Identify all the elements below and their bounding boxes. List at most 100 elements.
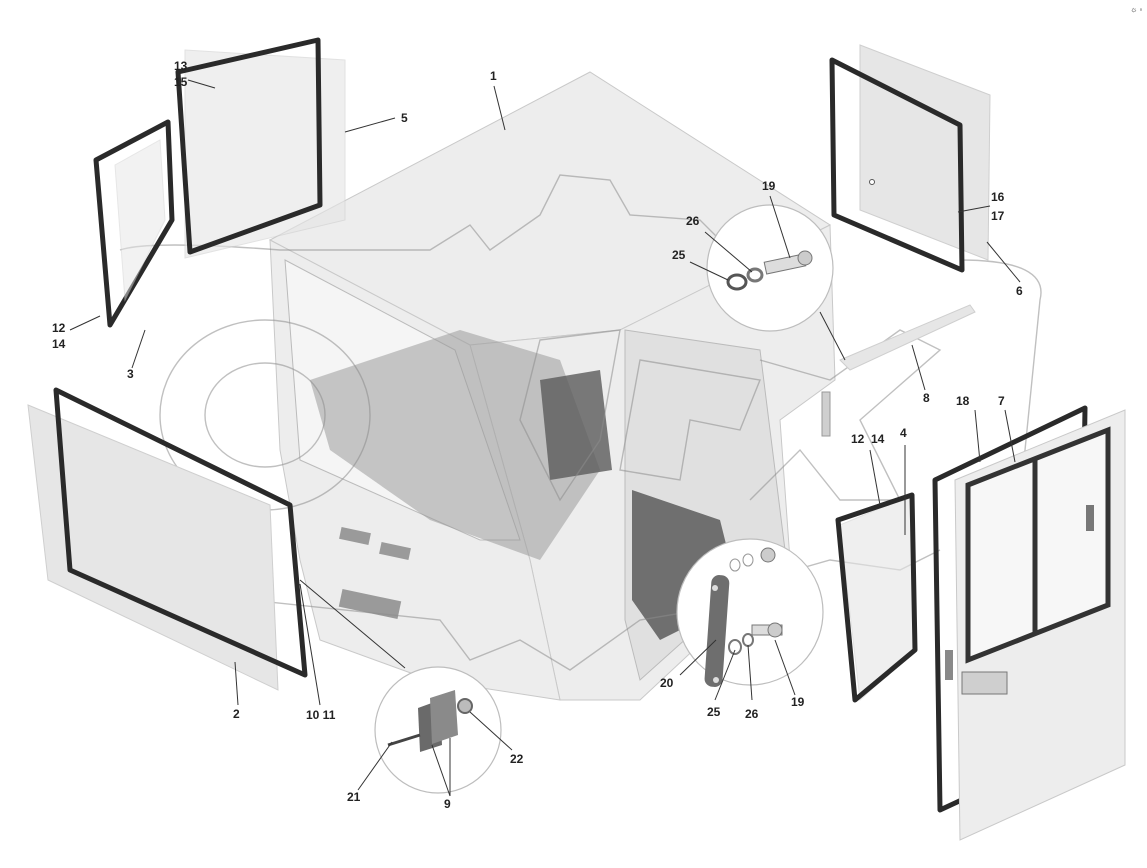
leader-9-a [431, 744, 451, 797]
cab-handle [821, 391, 831, 437]
door-latch [1086, 505, 1094, 531]
part-label: 25 [672, 248, 686, 262]
part-label: 10 11 [306, 708, 336, 722]
leader-25-mid [714, 649, 736, 701]
leader-26-top [704, 231, 753, 273]
leader-12-14-right [869, 449, 881, 506]
plate-20-hole-1 [712, 585, 718, 591]
plate-20-hole-2 [713, 677, 719, 683]
glass-6-hole [869, 179, 875, 185]
part-label: 18 [956, 394, 970, 408]
seal-16-17 [829, 57, 965, 273]
seal-13-15 [175, 37, 323, 255]
part-label: 13 [174, 59, 188, 73]
leader-22 [469, 711, 513, 751]
part-label: 22 [510, 752, 524, 766]
leader-6 [986, 241, 1021, 283]
leader-2 [234, 661, 239, 706]
door-handle [961, 671, 1008, 695]
left-lower-glass-assembly [27, 387, 308, 691]
part-label: 15 [174, 75, 188, 89]
bolt-19-head-mid [767, 622, 783, 638]
washer-upper-mid-2 [742, 553, 754, 567]
callout-top [706, 204, 834, 332]
part-label: 14 [871, 432, 885, 446]
part-label: 9 [444, 797, 451, 811]
part-label: 26 [686, 214, 700, 228]
part-label: 19 [762, 179, 776, 193]
nut-22 [457, 698, 473, 714]
washer-25-top [726, 273, 748, 291]
leader-5 [344, 117, 396, 133]
leader-lines [69, 79, 1021, 797]
part-label: 19 [791, 695, 805, 709]
leader-19-mid [774, 639, 796, 696]
leader-8 [911, 344, 926, 391]
watermark-p [519, 329, 621, 502]
right-small-glass-assembly [835, 492, 918, 703]
leader-7 [1004, 409, 1016, 463]
glass-strip-8 [839, 304, 976, 371]
plate-20 [704, 575, 730, 687]
connector-top [819, 311, 846, 361]
callout-circle-mid [676, 538, 824, 686]
corner-mark: ☼ ◦ [1130, 5, 1143, 14]
pin-21 [387, 733, 421, 747]
part-label: 5 [401, 111, 408, 125]
leader-3 [131, 329, 146, 369]
part-label: 25 [707, 705, 721, 719]
vent-1 [339, 527, 371, 545]
part-label: 8 [923, 391, 930, 405]
part-label: 20 [660, 676, 674, 690]
part-label: 4 [900, 426, 907, 440]
part-label: 17 [991, 209, 1005, 223]
part-label: 1 [490, 69, 497, 83]
leader-18 [974, 409, 981, 463]
glass-3 [114, 139, 166, 302]
vent-3 [338, 588, 402, 620]
right-upper-glass-assembly [829, 44, 991, 273]
bolt-upper-mid [760, 547, 776, 563]
leader-10-11 [299, 583, 321, 706]
leader-16-17 [957, 205, 991, 213]
watermark-o-inner [204, 362, 326, 468]
seal-10-11 [53, 387, 308, 678]
door-hinge-upper [945, 650, 953, 680]
seal-12-14-right [835, 492, 918, 703]
left-upper-glass-assembly [93, 37, 346, 328]
seal-12-14-left [93, 119, 175, 328]
leader-12-14-left [69, 315, 101, 331]
bracket-9-b [430, 690, 458, 744]
washer-upper-mid-1 [729, 558, 741, 572]
door-assembly [932, 405, 1126, 841]
part-label: 7 [998, 394, 1005, 408]
part-label: 3 [127, 367, 134, 381]
leader-25-top [689, 261, 729, 281]
part-label: 14 [52, 337, 66, 351]
part-label: 6 [1016, 284, 1023, 298]
part-label: 26 [745, 707, 759, 721]
leader-13-15 [187, 79, 216, 89]
leader-21 [357, 741, 393, 791]
leader-1 [493, 85, 506, 131]
part-label: 2 [233, 707, 240, 721]
door-window-frame [965, 426, 1111, 664]
washer-26-top [746, 267, 764, 283]
leader-20 [679, 639, 717, 676]
leader-19-top [769, 195, 791, 259]
bolt-19-head-top [797, 250, 813, 266]
callout-bottom [374, 666, 502, 794]
connector-bottom [299, 579, 406, 669]
vent-2 [379, 542, 411, 560]
leader-26-mid [747, 644, 753, 701]
part-label: 12 [851, 432, 865, 446]
washer-25-mid [728, 639, 742, 655]
part-label: 12 [52, 321, 66, 335]
part-label: 16 [991, 190, 1005, 204]
glass-2 [27, 404, 279, 691]
watermark-e [619, 359, 761, 481]
watermark-right-curve [959, 259, 1042, 561]
glass-6 [859, 44, 991, 261]
